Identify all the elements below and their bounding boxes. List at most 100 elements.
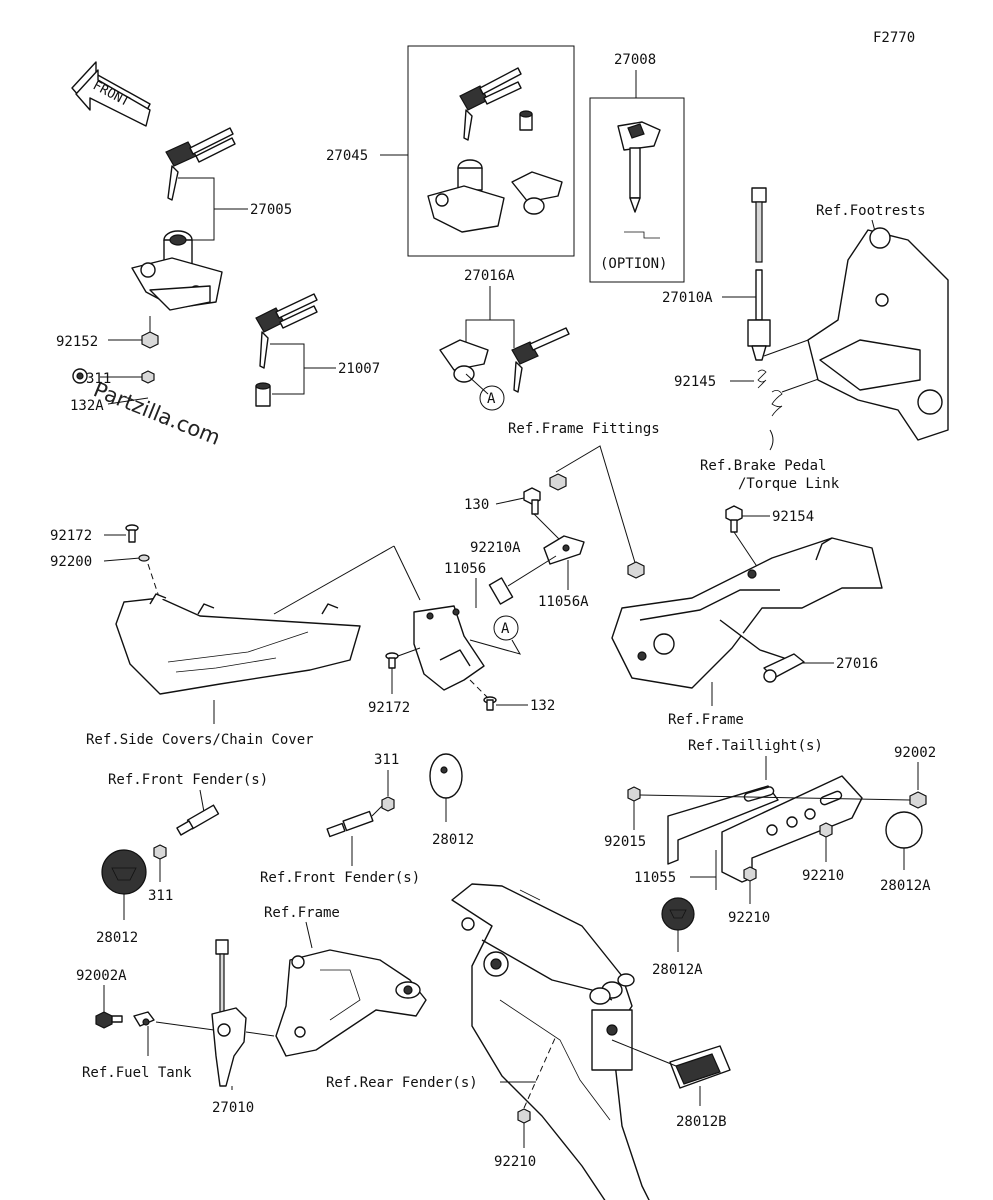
label-ref-front-fender-top: Ref.Front Fender(s) <box>108 772 268 788</box>
watermark: Partzilla.com <box>90 377 224 450</box>
key-icon <box>165 127 236 201</box>
label-ref-footrests: Ref.Footrests <box>816 203 926 219</box>
label-92172-top: 92172 <box>50 528 92 544</box>
label-28012-mid: 28012 <box>432 832 474 848</box>
label-11056A: 11056A <box>538 594 589 610</box>
frame-mount-bracket <box>275 949 427 1057</box>
washer-icon <box>72 368 155 384</box>
label-92002: 92002 <box>894 745 936 761</box>
label-28012-left: 28012 <box>96 930 138 946</box>
label-27016A: 27016A <box>464 268 515 284</box>
nut-icon <box>141 331 159 349</box>
nut-92015 <box>627 786 641 802</box>
bolt-92002A <box>95 1011 123 1029</box>
seat-lock-icon <box>511 171 563 215</box>
label-ref-rear-fender: Ref.Rear Fender(s) <box>326 1075 478 1091</box>
bolt-130 <box>523 487 541 515</box>
lock-27016 <box>763 653 805 683</box>
clamp-icon <box>133 1011 155 1027</box>
key-icon <box>255 293 318 369</box>
label-11055: 11055 <box>634 870 676 886</box>
screw-92172-bot <box>385 652 399 669</box>
screw-92172-top <box>125 524 139 543</box>
label-27010: 27010 <box>212 1100 254 1116</box>
label-92210-bottom: 92210 <box>494 1154 536 1170</box>
label-92145: 92145 <box>674 374 716 390</box>
label-ref-taillights: Ref.Taillight(s) <box>688 738 823 754</box>
label-27016: 27016 <box>836 656 878 672</box>
label-28012A-right: 28012A <box>880 878 931 894</box>
key-set-27005 <box>72 127 248 405</box>
bolt-92154 <box>725 505 743 533</box>
taillight-bracket <box>667 775 863 883</box>
label-28012A-mid: 28012A <box>652 962 703 978</box>
label-28012B: 28012B <box>676 1114 727 1130</box>
label-132A: 132A <box>70 398 104 414</box>
bolt-icon <box>549 473 645 579</box>
label-92015: 92015 <box>604 834 646 850</box>
label-92200: 92200 <box>50 554 92 570</box>
label-92152: 92152 <box>56 334 98 350</box>
label-27008: 27008 <box>614 52 656 68</box>
callout-circle-a-top: A <box>479 385 505 411</box>
option-box-27008 <box>589 97 685 283</box>
switch-27010A <box>747 187 771 361</box>
label-ref-side-covers: Ref.Side Covers/Chain Cover <box>86 732 314 748</box>
option-text: (OPTION) <box>600 256 667 272</box>
key-set-27045 <box>427 67 563 233</box>
label-21007: 21007 <box>338 361 380 377</box>
label-311-mid: 311 <box>374 752 399 768</box>
washer-92200 <box>138 554 150 562</box>
nut-92210-mid <box>743 866 757 882</box>
blank-key-icon <box>617 121 661 239</box>
label-ref-frame-right: Ref.Frame <box>668 712 744 728</box>
label-ref-front-fender-mid: Ref.Front Fender(s) <box>260 870 420 886</box>
label-92002A: 92002A <box>76 968 127 984</box>
kit-box-27045 <box>407 45 575 257</box>
reflector-28012-left <box>101 849 147 895</box>
side-cover <box>115 593 361 695</box>
ignition-switch-icon <box>427 159 505 233</box>
label-27005: 27005 <box>250 202 292 218</box>
nut-311-left <box>153 844 167 860</box>
ignition-switch-icon <box>131 230 223 311</box>
rear-fender <box>451 883 650 1200</box>
stud-icon <box>176 804 220 836</box>
svg-text:A: A <box>487 391 496 407</box>
label-311-left: 311 <box>148 888 173 904</box>
label-92210A: 92210A <box>470 540 521 556</box>
lock-cylinder-icon <box>255 382 271 407</box>
svg-text:A: A <box>501 621 510 637</box>
front-arrow-icon: FRONT <box>71 61 151 127</box>
reflector-28012A-mid <box>661 897 695 931</box>
reflector-28012A-right <box>885 811 923 849</box>
key-set-21007 <box>255 293 336 407</box>
label-92154: 92154 <box>772 509 814 525</box>
label-11056: 11056 <box>444 561 486 577</box>
bracket-11056 <box>413 605 485 691</box>
label-ref-torque-link: /Torque Link <box>738 476 840 492</box>
label-92210-mid: 92210 <box>728 910 770 926</box>
label-92172-bot: 92172 <box>368 700 410 716</box>
label-27045: 27045 <box>326 148 368 164</box>
label-ref-fuel-tank: Ref.Fuel Tank <box>82 1065 192 1081</box>
footrest-bracket <box>807 227 949 441</box>
screw-132 <box>483 696 497 711</box>
label-311-top: 311 <box>86 371 111 387</box>
label-130: 130 <box>464 497 489 513</box>
collar-icon <box>488 577 514 605</box>
spring-icon <box>757 369 783 417</box>
seat-lock-set-27016A <box>439 327 570 393</box>
nut-311-mid <box>381 796 395 812</box>
lock-cylinder-icon <box>519 110 533 131</box>
switch-27010 <box>211 939 247 1087</box>
callout-circle-a-mid: A <box>493 615 519 641</box>
label-92210-right: 92210 <box>802 868 844 884</box>
label-132: 132 <box>530 698 555 714</box>
label-ref-frame-bottom: Ref.Frame <box>264 905 340 921</box>
reflector-28012B <box>669 1045 731 1089</box>
nut-92002 <box>909 791 927 809</box>
rear-frame <box>611 537 883 689</box>
nut-92210-right <box>819 822 833 838</box>
